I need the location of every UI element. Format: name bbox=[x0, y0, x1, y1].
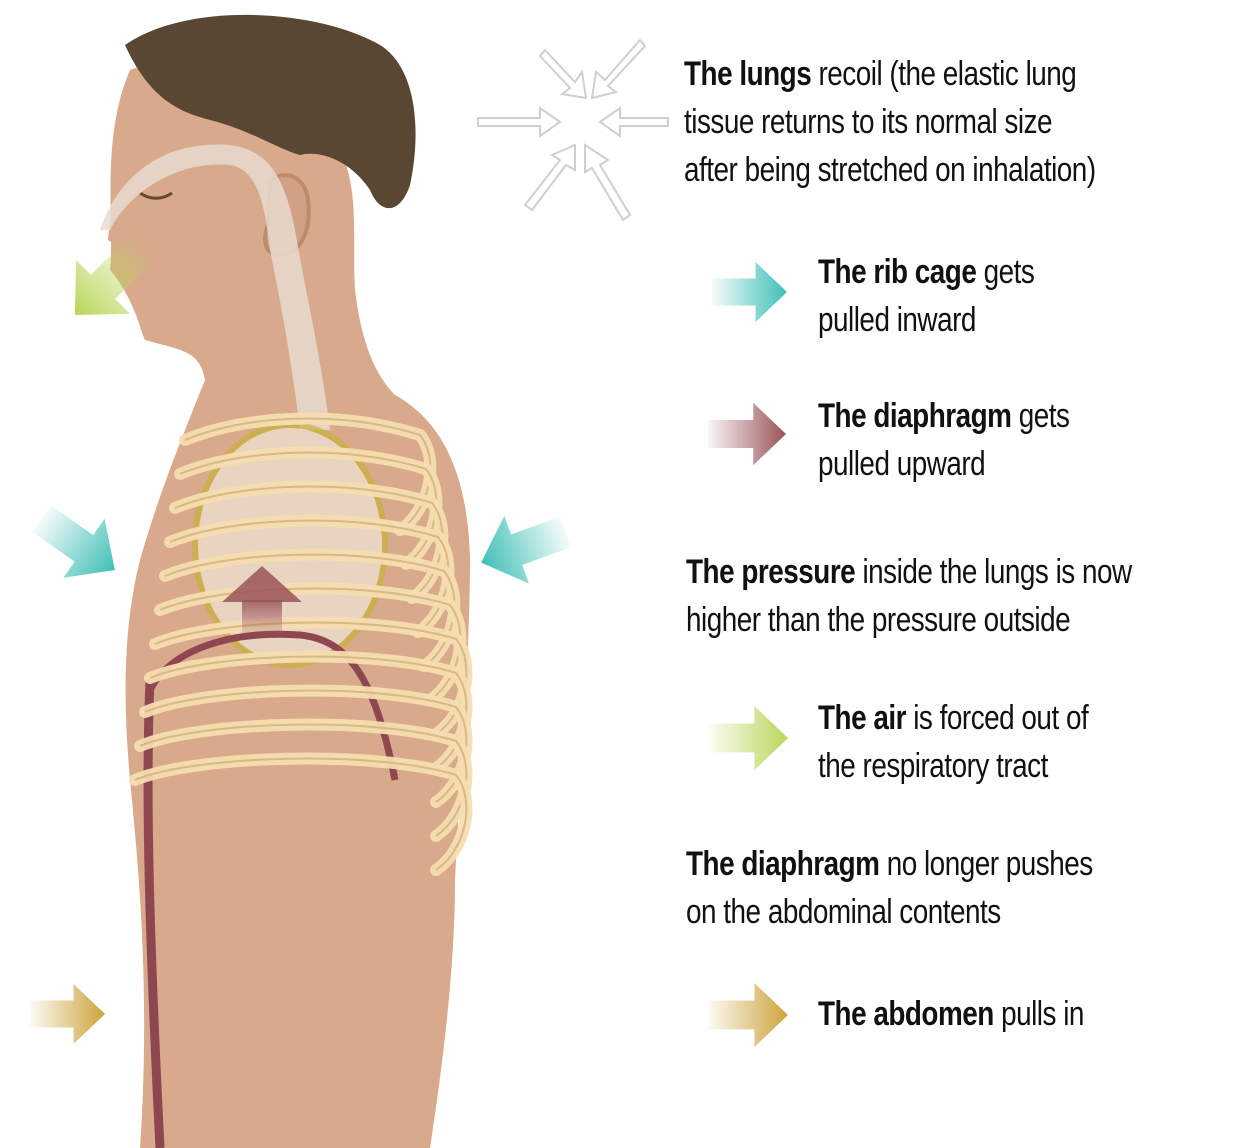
ribcage-left-arrow bbox=[20, 489, 135, 600]
caption-air-bold: The air bbox=[818, 699, 906, 737]
legend-diaphragm-arrow bbox=[708, 403, 786, 465]
caption-diaphragm-push: The diaphragm no longer pushes on the ab… bbox=[686, 840, 1093, 936]
caption-ribcage: The rib cage gets pulled inward bbox=[818, 248, 1034, 344]
caption-diaphragm-push-line2: on the abdominal contents bbox=[686, 888, 1093, 936]
caption-pressure: The pressure inside the lungs is now hig… bbox=[686, 548, 1132, 644]
caption-ribcage-bold: The rib cage bbox=[818, 253, 976, 291]
caption-diaphragm-up: The diaphragm gets pulled upward bbox=[818, 392, 1069, 488]
caption-abdomen-text: pulls in bbox=[994, 995, 1084, 1033]
caption-lungs-line3: after being stretched on inhalation) bbox=[684, 146, 1096, 194]
caption-ribcage-text: gets bbox=[976, 253, 1034, 291]
caption-diaphragm-up-text: gets bbox=[1011, 397, 1069, 435]
diaphragm-up-arrow-stem bbox=[242, 600, 282, 638]
caption-pressure-bold: The pressure bbox=[686, 553, 855, 591]
caption-lungs-text: recoil (the elastic lung bbox=[811, 55, 1076, 93]
caption-pressure-line2: higher than the pressure outside bbox=[686, 596, 1132, 644]
abdomen-arrow bbox=[30, 984, 105, 1044]
caption-air: The air is forced out of the respiratory… bbox=[818, 694, 1088, 790]
caption-lungs-line2: tissue returns to its normal size bbox=[684, 98, 1096, 146]
caption-lungs: The lungs recoil (the elastic lung tissu… bbox=[684, 50, 1096, 194]
caption-air-line2: the respiratory tract bbox=[818, 742, 1088, 790]
legend-abdomen-arrow bbox=[708, 983, 788, 1047]
ribcage-right-arrow bbox=[469, 498, 578, 596]
caption-pressure-text: inside the lungs is now bbox=[855, 553, 1131, 591]
caption-abdomen-bold: The abdomen bbox=[818, 995, 994, 1033]
caption-diaphragm-push-bold: The diaphragm bbox=[686, 845, 879, 883]
caption-air-text: is forced out of bbox=[906, 699, 1088, 737]
caption-diaphragm-up-line2: pulled upward bbox=[818, 440, 1069, 488]
lung-recoil-icon bbox=[478, 40, 668, 220]
legend-ribcage-arrow bbox=[712, 262, 787, 322]
caption-ribcage-line2: pulled inward bbox=[818, 296, 1034, 344]
caption-diaphragm-up-bold: The diaphragm bbox=[818, 397, 1011, 435]
caption-abdomen: The abdomen pulls in bbox=[818, 990, 1084, 1038]
caption-lungs-bold: The lungs bbox=[684, 55, 811, 93]
legend-air-arrow bbox=[708, 706, 788, 770]
caption-diaphragm-push-text: no longer pushes bbox=[879, 845, 1092, 883]
